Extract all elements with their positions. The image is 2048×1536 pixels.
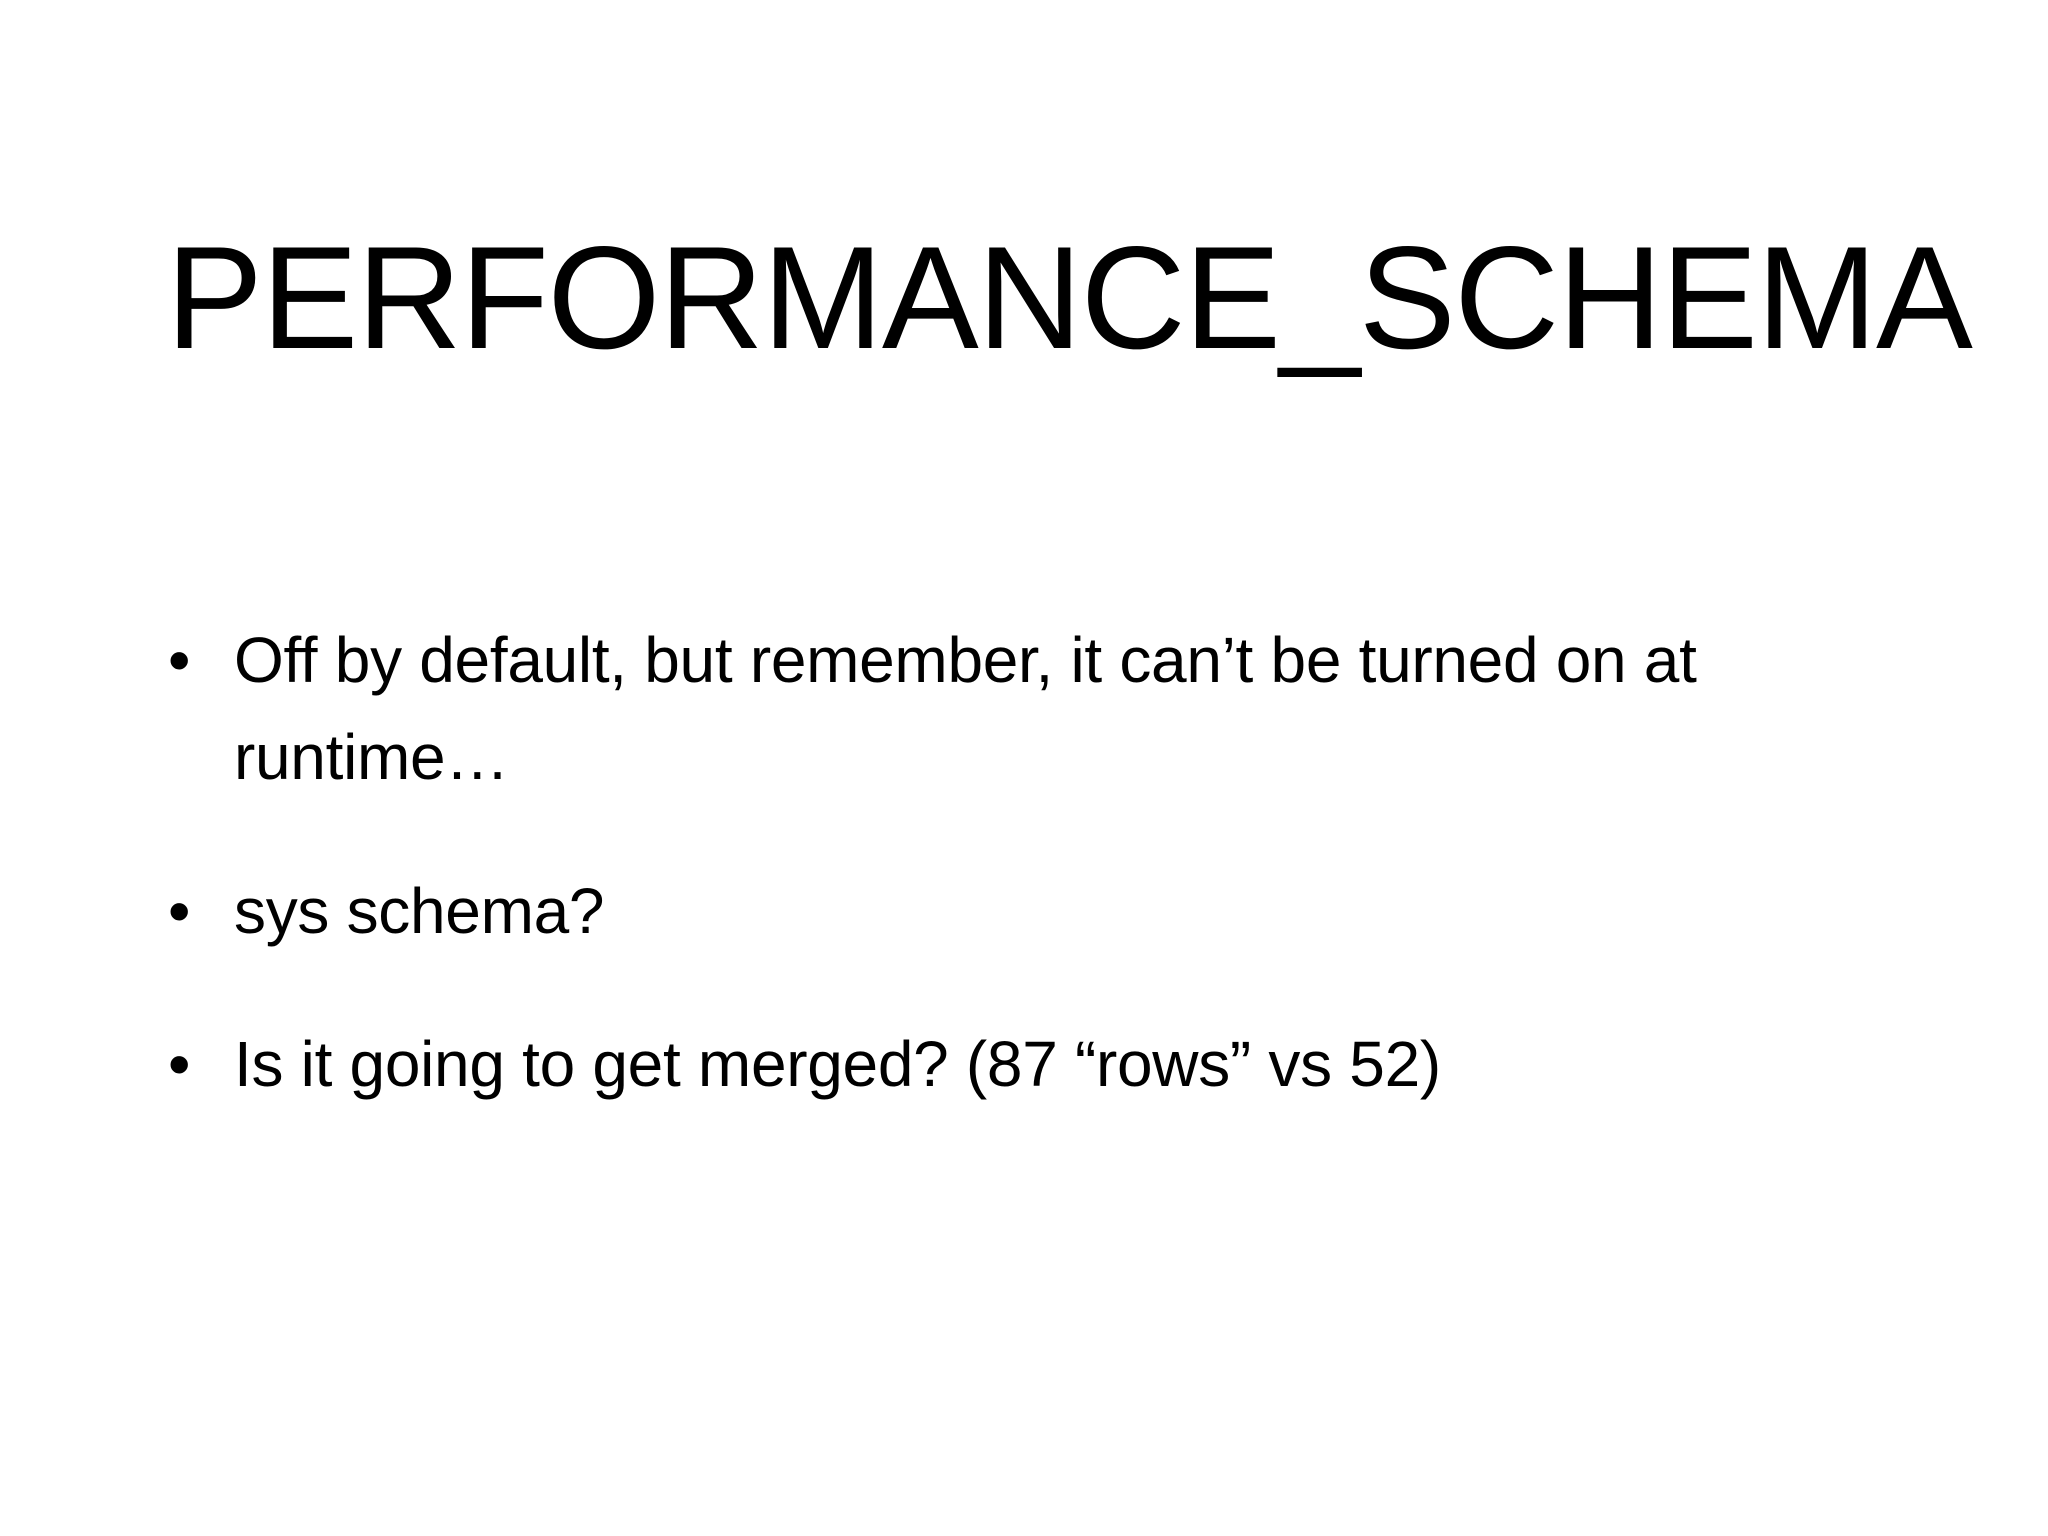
- slide-title: PERFORMANCE_SCHEMA: [166, 215, 1973, 379]
- list-item: • Off by default, but remember, it can’t…: [160, 612, 1950, 807]
- bullet-point-icon: •: [168, 1027, 191, 1100]
- list-item-text: Is it going to get merged? (87 “rows” vs…: [234, 1027, 1441, 1100]
- list-item-text: Off by default, but remember, it can’t b…: [234, 624, 1697, 794]
- bullet-point-icon: •: [168, 624, 191, 696]
- list-item: • Is it going to get merged? (87 “rows” …: [160, 1016, 1950, 1113]
- list-item-text: sys schema?: [234, 874, 605, 947]
- bullet-point-icon: •: [168, 874, 191, 947]
- list-item: • sys schema?: [160, 863, 1950, 960]
- bullet-list: • Off by default, but remember, it can’t…: [160, 612, 1950, 1113]
